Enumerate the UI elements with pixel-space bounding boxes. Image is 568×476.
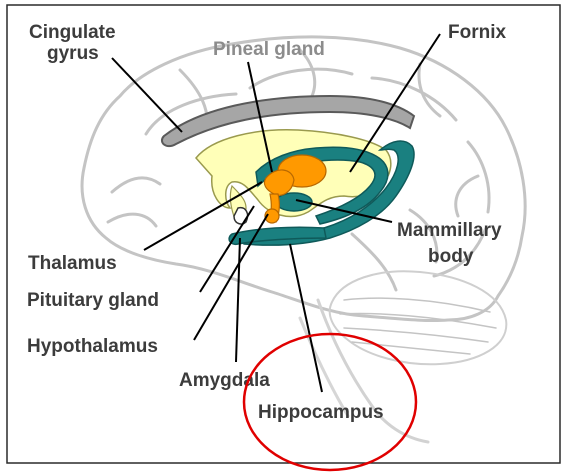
label-pineal-gland: Pineal gland — [213, 39, 325, 60]
label-mammillary-body-line1: Mammillary — [397, 220, 502, 241]
label-pituitary-gland: Pituitary gland — [27, 290, 159, 311]
label-mammillary-body-line2: body — [428, 246, 474, 267]
label-cingulate-gyrus-line2: gyrus — [47, 43, 99, 64]
label-hippocampus: Hippocampus — [258, 402, 384, 423]
label-fornix: Fornix — [448, 22, 506, 43]
label-hypothalamus: Hypothalamus — [27, 336, 158, 357]
label-cingulate-gyrus-line1: Cingulate — [29, 22, 116, 43]
label-amygdala: Amygdala — [179, 370, 270, 391]
label-thalamus: Thalamus — [28, 253, 117, 274]
